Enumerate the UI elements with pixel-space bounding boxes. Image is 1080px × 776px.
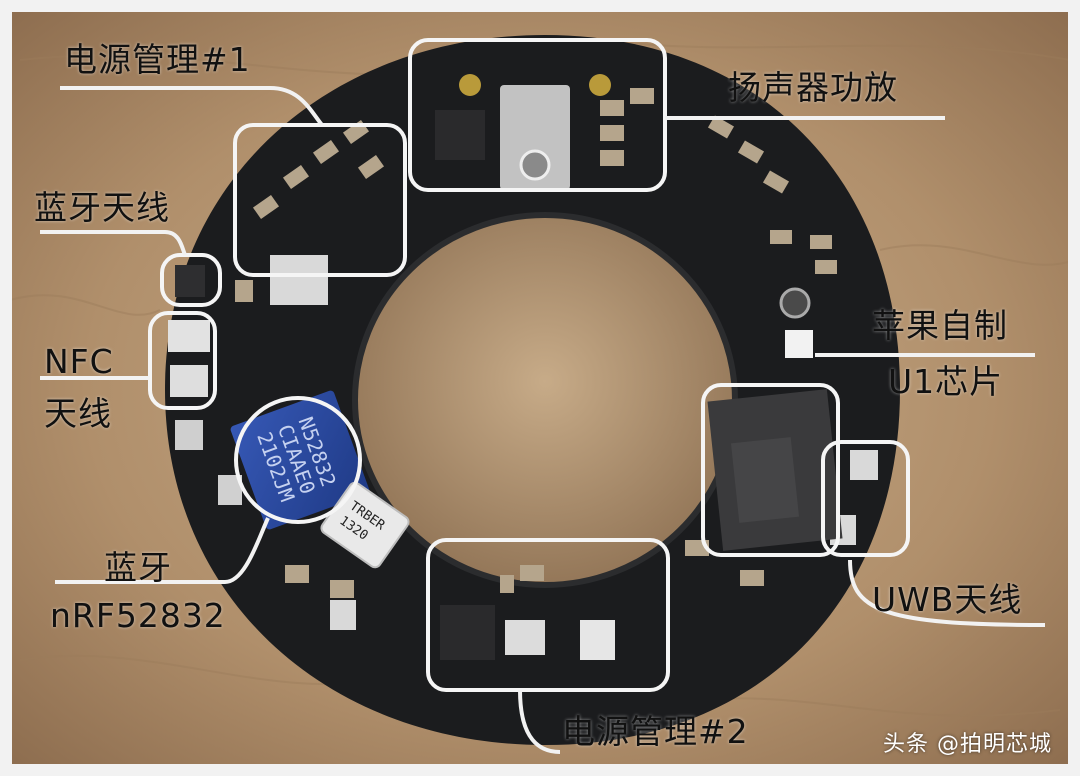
label-bt-chip-line1: 蓝牙 (104, 548, 172, 587)
label-bt-antenna: 蓝牙天线 (34, 188, 170, 227)
label-speaker-amp: 扬声器功放 (728, 68, 898, 107)
smd-components (168, 88, 878, 660)
bluetooth-chip: N52832 CIAAE0 2102JM (230, 390, 370, 530)
label-u1-line2: U1芯片 (888, 362, 1004, 401)
box-bt-chip (234, 396, 362, 524)
label-uwb-antenna: UWB天线 (872, 580, 1023, 619)
box-u1-chip (701, 383, 840, 557)
box-nfc-antenna (148, 311, 217, 410)
speaker-connector (435, 74, 611, 190)
label-nfc-line1: NFC (44, 342, 114, 381)
box-uwb-antenna (821, 440, 910, 557)
label-power-management-2: 电源管理#2 (562, 712, 749, 751)
label-power-management-1: 电源管理#1 (64, 40, 251, 79)
box-bt-antenna (160, 253, 222, 307)
label-nfc-line2: 天线 (44, 394, 112, 433)
label-u1-line1: 苹果自制 (872, 306, 1008, 345)
highlight-boxes (148, 38, 910, 692)
box-power-management-2 (426, 538, 670, 692)
leader-lines (40, 86, 1046, 754)
watermark: 头条 @拍明芯城 (883, 732, 1052, 757)
u1-chip (707, 389, 843, 551)
box-speaker-amp (408, 38, 667, 192)
label-bt-chip-line2: nRF52832 (50, 596, 226, 635)
